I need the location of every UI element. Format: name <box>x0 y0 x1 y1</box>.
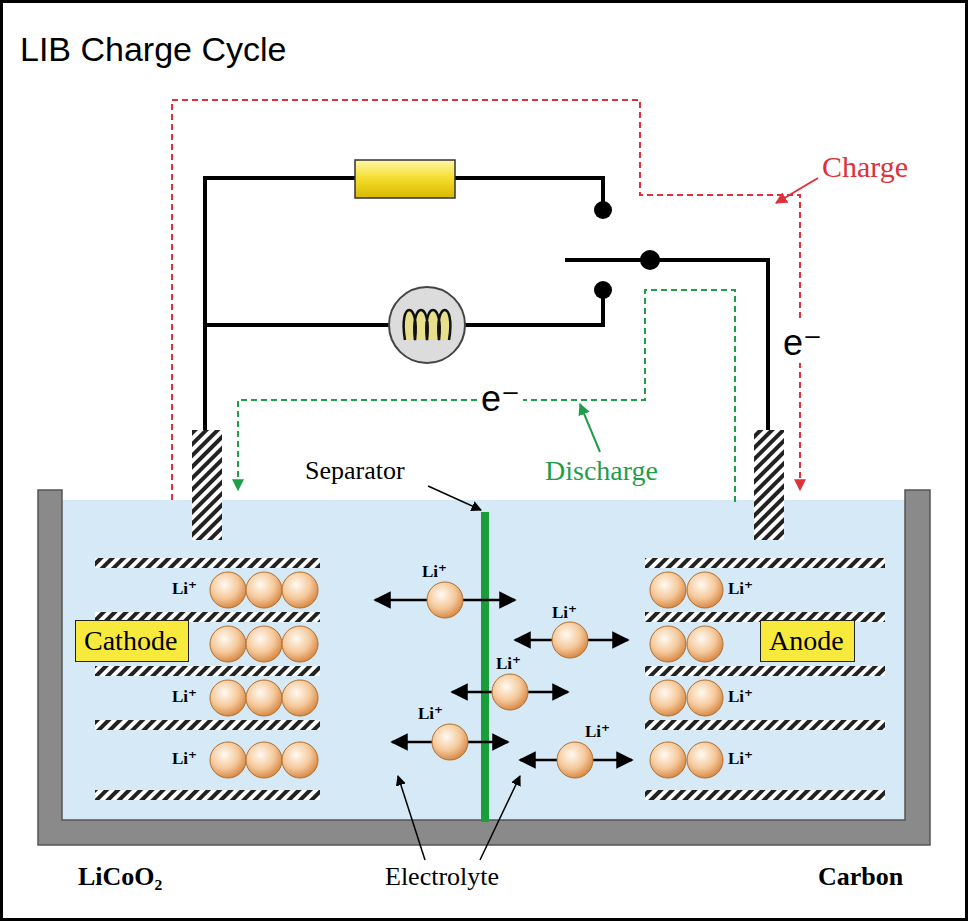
lithium-ion <box>246 572 282 608</box>
separator-label: Separator <box>305 456 405 486</box>
lithium-ion <box>650 742 686 778</box>
electrolyte-label: Electrolyte <box>385 862 499 892</box>
ion-label: Li⁺ <box>172 687 197 707</box>
resistor-symbol <box>355 160 455 198</box>
electrode-name: Anode <box>769 625 846 657</box>
anode-layer <box>645 720 885 730</box>
lithium-ion <box>492 674 528 710</box>
anode-material: Carbon <box>818 862 903 892</box>
ion-label: Li⁺ <box>552 603 577 623</box>
ion-label: Li⁺ <box>496 654 521 674</box>
ion-label: Li⁺ <box>585 722 610 742</box>
anode-layer <box>645 558 885 568</box>
lithium-ion <box>246 626 282 662</box>
discharge-leader <box>580 404 600 452</box>
discharge-label: Discharge <box>545 455 658 487</box>
lithium-ion <box>210 742 246 778</box>
cathode-layer <box>95 558 320 568</box>
electron-label: e⁻ <box>780 322 825 363</box>
lithium-ion <box>246 742 282 778</box>
separator-leader <box>428 486 481 510</box>
cathode-layer <box>95 790 320 800</box>
lamp-symbol <box>389 287 465 363</box>
discharge-path <box>238 290 735 502</box>
lithium-ion <box>282 680 318 716</box>
lithium-ion <box>650 572 686 608</box>
lithium-ion <box>687 742 723 778</box>
cathode-layer <box>95 666 320 676</box>
anode-terminal <box>754 430 784 540</box>
cathode-material: LiCoO₂ <box>78 862 162 892</box>
ion-label: Li⁺ <box>728 687 753 707</box>
separator <box>481 512 489 822</box>
cell-container <box>38 490 930 845</box>
lithium-ion <box>650 680 686 716</box>
lithium-ion <box>432 724 468 760</box>
anode-layer <box>645 790 885 800</box>
electrode-name: Cathode <box>84 625 180 657</box>
ion-label: Li⁺ <box>172 579 197 599</box>
ion-label: Li⁺ <box>172 749 197 769</box>
lithium-ion <box>427 582 463 618</box>
lithium-ion <box>650 626 686 662</box>
charge-leader <box>776 178 818 203</box>
cathode-layer <box>95 720 320 730</box>
electron-label: e⁻ <box>478 378 523 419</box>
electrodes <box>95 558 885 800</box>
ions <box>375 582 632 778</box>
lithium-ion <box>282 626 318 662</box>
anode-layer <box>645 666 885 676</box>
lithium-ion <box>282 572 318 608</box>
lithium-ion <box>687 572 723 608</box>
cathode-terminal <box>192 430 222 540</box>
charge-label: Charge <box>822 150 908 185</box>
switch-contacts <box>594 201 660 299</box>
lithium-ion <box>552 622 588 658</box>
ion-label: Li⁺ <box>422 562 447 582</box>
lithium-ion <box>557 742 593 778</box>
ion-label: Li⁺ <box>418 704 443 724</box>
lithium-ion <box>687 626 723 662</box>
electrolyte-leader <box>398 776 425 860</box>
lithium-ion <box>687 680 723 716</box>
electrode-label-box: Anode <box>760 620 855 662</box>
lithium-ion <box>210 680 246 716</box>
ion-label: Li⁺ <box>728 579 753 599</box>
ion-label: Li⁺ <box>728 749 753 769</box>
lithium-ion <box>210 572 246 608</box>
lithium-ion <box>210 626 246 662</box>
title: LIB Charge Cycle <box>20 30 286 69</box>
lithium-ion <box>246 680 282 716</box>
electrode-label-box: Cathode <box>75 620 189 662</box>
charge-path <box>172 100 800 500</box>
circuit-wires <box>205 178 768 432</box>
lithium-ion <box>282 742 318 778</box>
